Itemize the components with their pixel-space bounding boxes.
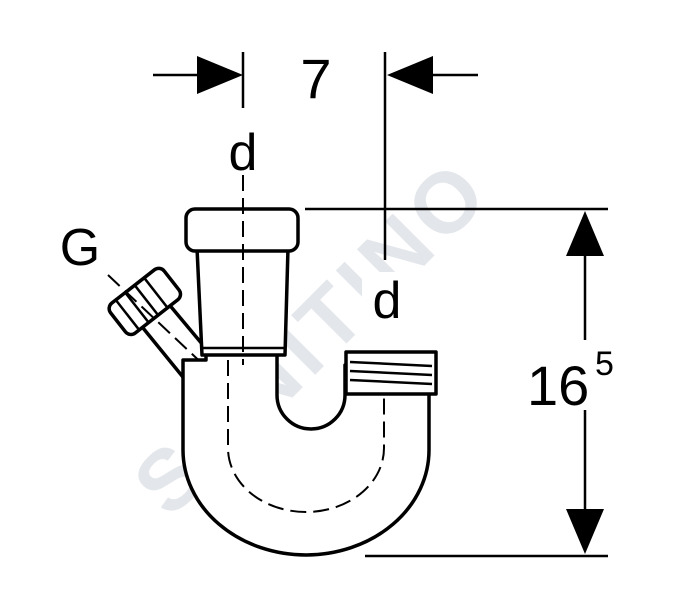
- height-arrow-bottom: [566, 509, 604, 554]
- side-nut-ridge-1: [114, 299, 141, 331]
- u-bend: [181, 346, 431, 557]
- inlet-diameter-label: d: [229, 124, 258, 182]
- side-branch-nut: [107, 266, 183, 337]
- height-dimension: 16 5: [305, 207, 650, 558]
- side-nut-ridge-4: [143, 277, 169, 309]
- thread-line-2: [349, 369, 433, 377]
- height-value: 16: [527, 354, 589, 417]
- outlet-socket: [344, 350, 438, 396]
- width-arrow-right: [387, 56, 433, 94]
- side-nut-outer: [107, 266, 183, 337]
- height-superscript: 5: [595, 345, 614, 383]
- side-connection-label: G: [60, 219, 100, 277]
- width-arrow-left: [197, 56, 243, 94]
- height-label-background: [522, 340, 650, 410]
- side-nut-ridge-3: [133, 284, 160, 316]
- height-arrow-top: [566, 211, 604, 256]
- thread-line-3: [349, 378, 433, 386]
- width-value: 7: [300, 47, 331, 110]
- width-dimension: 7: [153, 47, 478, 260]
- side-nut-ridge-2: [124, 291, 150, 324]
- thread-line-1: [349, 360, 433, 368]
- u-bend-centerline: [227, 360, 385, 513]
- side-branch-centerline: [107, 274, 226, 386]
- siphon-body: [107, 175, 438, 557]
- outlet-diameter-label: d: [373, 272, 402, 330]
- outlet-label-background: [362, 272, 412, 324]
